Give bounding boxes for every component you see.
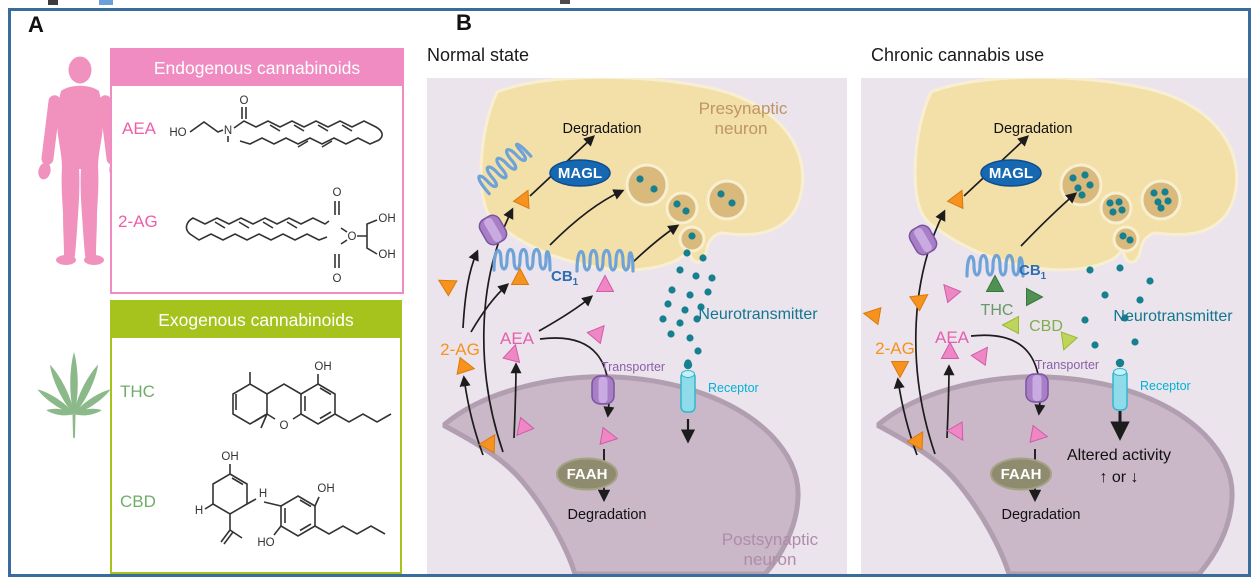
magl-enzyme: [980, 159, 1042, 187]
neurotransmitter-dots: [1081, 264, 1154, 349]
endogenous-box-title: Endogenous cannabinoids: [112, 50, 402, 86]
magl-label: MAGL: [989, 165, 1033, 182]
atom-label: H: [259, 488, 267, 500]
magl-label: MAGL: [558, 165, 602, 182]
transporter-label: Transporter: [601, 360, 665, 374]
atom-label: HO: [257, 537, 274, 549]
cb1-subscript: 1: [1041, 271, 1047, 282]
transporter-icon: [591, 375, 615, 405]
cb1-label: CB1: [551, 268, 579, 288]
ligand-triangles: [437, 189, 619, 454]
exogenous-box-title: Exogenous cannabinoids: [112, 302, 400, 338]
thc-structure: OH O: [232, 361, 392, 432]
cropped-text-artifact: [560, 0, 570, 4]
atom-label: OH: [314, 361, 331, 373]
atom-label: O: [348, 231, 357, 243]
cbd-label: CBD: [120, 492, 156, 511]
aea-bonds: [189, 107, 383, 148]
postsynaptic-label-2: neuron: [744, 550, 797, 569]
endogenous-cannabinoids-box: Endogenous cannabinoids: [110, 48, 404, 294]
thc-label: THC: [120, 382, 155, 401]
cb1-receptor-icon: [965, 253, 1025, 278]
degradation-top-label: Degradation: [994, 121, 1073, 137]
chronic-state-title: Chronic cannabis use: [871, 45, 1045, 65]
cbd-bonds: [204, 464, 386, 545]
cb1-receptor-icon: [477, 142, 533, 196]
two-ag-label: 2-AG: [118, 212, 158, 231]
cb1-text: CB: [1019, 262, 1041, 279]
cbd-triangles: [1001, 315, 1079, 351]
chronic-state-scene: Degradation MAGL CB1 THC CBD Neurotransm…: [861, 78, 1248, 574]
aea-scene-label: AEA: [500, 329, 535, 348]
cb1-label: CB1: [1019, 262, 1047, 282]
faah-enzyme: [556, 457, 618, 491]
transporter-icon: [478, 214, 508, 246]
two-ag-atoms: O O OH OH O: [333, 187, 396, 285]
degradation-bottom-label: Degradation: [1002, 507, 1081, 523]
two-ag-structure: O O OH OH O: [185, 187, 396, 285]
two-ag-bonds: [185, 201, 378, 268]
normal-state-scene: Degradation Presynaptic neuron MAGL CB1 …: [427, 78, 847, 574]
thc-bonds: [232, 372, 392, 429]
magl-enzyme: [549, 159, 611, 187]
altered-activity-arrows: ↑ or ↓: [1099, 469, 1138, 486]
cannabis-leaf-icon: [37, 352, 111, 439]
cb1-subscript: 1: [573, 277, 579, 288]
aea-label: AEA: [122, 119, 157, 138]
cb1-receptor-icon: [575, 248, 635, 273]
atom-label: HO: [169, 127, 186, 139]
panel-a-label: A: [28, 12, 44, 37]
aea-scene-label: AEA: [935, 328, 970, 347]
neurotransmitter-label: Neurotransmitter: [1113, 308, 1233, 325]
presynaptic-label: Presynaptic: [699, 99, 788, 118]
cropped-text-artifact: [48, 0, 58, 5]
neurotransmitter-label: Neurotransmitter: [698, 306, 818, 323]
cannabis-leaf: [37, 352, 111, 439]
synaptic-vesicles: [625, 163, 748, 253]
atom-label: O: [280, 420, 289, 432]
receptor-label: Receptor: [708, 381, 759, 395]
faah-enzyme: [990, 457, 1052, 491]
thc-scene-label: THC: [981, 302, 1014, 319]
aea-atoms: HO N O: [169, 95, 248, 139]
cbd-scene-label: CBD: [1029, 318, 1063, 335]
atom-label: O: [333, 273, 342, 285]
receptor-icon: [680, 360, 696, 413]
thc-atoms: OH O: [280, 361, 332, 432]
transporter-label: Transporter: [1035, 358, 1099, 372]
atom-label: O: [333, 187, 342, 199]
ligand-triangles: [862, 189, 1079, 451]
degradation-top-label: Degradation: [563, 121, 642, 137]
atom-label: OH: [221, 451, 238, 463]
panel-b-label: B: [456, 10, 472, 35]
degradation-bottom-label: Degradation: [568, 507, 647, 523]
receptor-icon: [1112, 358, 1128, 411]
aea-structure: HO N O: [169, 95, 383, 148]
cb1-receptor-icon: [492, 247, 552, 272]
receptor-label: Receptor: [1140, 379, 1191, 393]
two-ag-scene-label: 2-AG: [440, 340, 480, 359]
faah-label: FAAH: [1001, 466, 1042, 483]
cropped-link-artifact: [99, 0, 113, 5]
cbd-structure: OH H OH HO H: [195, 451, 386, 549]
cbd-atoms: OH H OH HO H: [195, 451, 335, 549]
altered-activity-label: Altered activity: [1067, 447, 1171, 464]
transporter-icon: [908, 224, 938, 256]
normal-state-title: Normal state: [427, 45, 530, 65]
atom-label: N: [224, 125, 232, 137]
atom-label: H: [195, 505, 203, 517]
presynaptic-label-2: neuron: [715, 119, 768, 138]
two-ag-scene-label: 2-AG: [875, 339, 915, 358]
cb1-text: CB: [551, 268, 573, 285]
exogenous-cannabinoids-box: Exogenous cannabinoids: [110, 300, 402, 574]
transporter-icon: [1025, 373, 1049, 403]
atom-label: OH: [317, 483, 334, 495]
faah-label: FAAH: [567, 466, 608, 483]
atom-label: OH: [378, 249, 395, 261]
postsynaptic-label: Postsynaptic: [722, 530, 819, 549]
atom-label: O: [240, 95, 249, 107]
atom-label: OH: [378, 213, 395, 225]
thc-triangles: [985, 274, 1044, 307]
